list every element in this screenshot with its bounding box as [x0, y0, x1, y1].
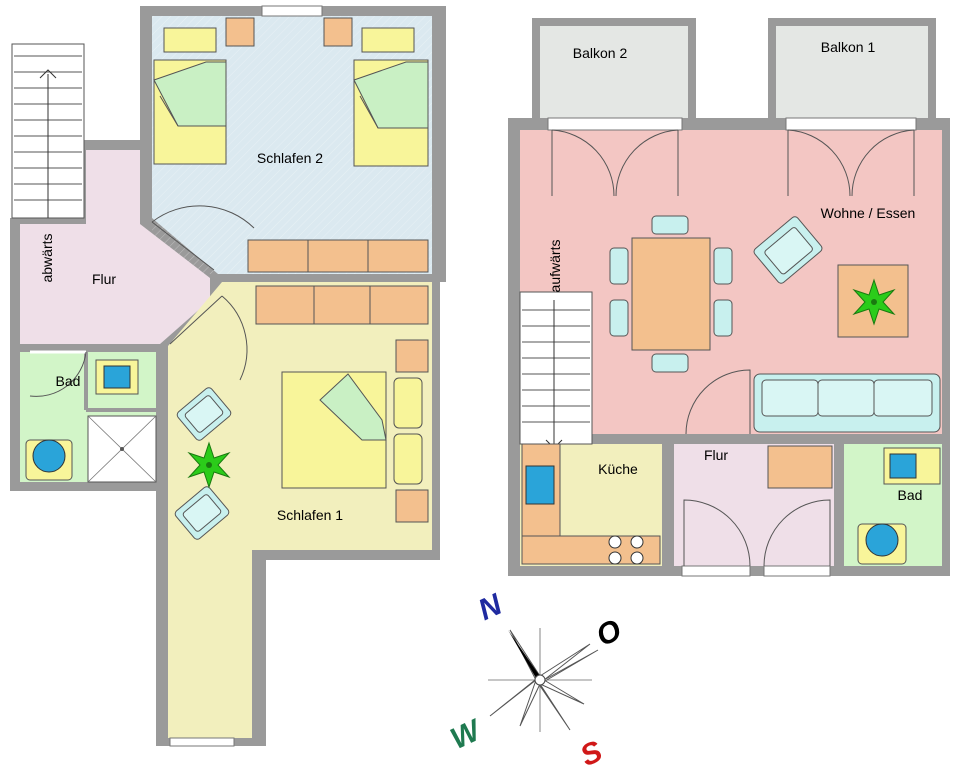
compass-rose: [488, 628, 599, 732]
chair: [713, 299, 733, 337]
pillow: [361, 27, 415, 53]
compass-west: W: [446, 713, 488, 756]
chair: [651, 353, 689, 373]
sofa: [753, 373, 941, 433]
armchair: [753, 216, 823, 284]
sink-icon: [525, 465, 555, 505]
wardrobe-schlafen-2: [247, 239, 429, 273]
label-abwaerts: abwärts: [39, 233, 55, 282]
plant-icon: [852, 278, 896, 326]
label-bad-left: Bad: [56, 373, 81, 389]
bed-double: [281, 371, 423, 489]
label-schlafen-1: Schlafen 1: [277, 507, 343, 523]
label-kueche: Küche: [598, 461, 638, 477]
chair: [651, 215, 689, 235]
washbasin: [95, 359, 139, 395]
stairs-down: [11, 43, 85, 219]
nightstand: [395, 489, 429, 523]
compass-south: S: [575, 735, 607, 769]
label-flur-right: Flur: [704, 447, 728, 463]
plant-icon: [187, 441, 231, 489]
label-wohnen-essen: Wohne / Essen: [821, 205, 916, 221]
compass-north: N: [473, 588, 508, 628]
nightstand: [323, 17, 353, 47]
stairs-up: [519, 291, 593, 449]
balkon-1: [768, 18, 936, 122]
kitchen-counter: [521, 443, 661, 565]
cabinet: [767, 445, 833, 489]
armchair: [174, 486, 230, 540]
north-needle: [508, 630, 544, 682]
label-balkon-1: Balkon 1: [821, 39, 876, 55]
label-aufwaerts: aufwärts: [547, 240, 563, 293]
balkon-2: [532, 18, 696, 122]
toilet-icon: [857, 523, 907, 565]
right-apartment: Balkon 2 Balkon 1 Wohne / Essen aufwärts…: [508, 18, 950, 577]
chair: [609, 247, 629, 285]
pillow: [163, 27, 217, 53]
chair: [713, 247, 733, 285]
wardrobe-schlafen-1: [255, 285, 429, 325]
label-schlafen-2: Schlafen 2: [257, 150, 323, 166]
bed-right: [353, 59, 429, 167]
label-balkon-2: Balkon 2: [573, 45, 628, 61]
toilet-icon: [25, 439, 73, 481]
compass-east: O: [591, 613, 626, 653]
armchair: [176, 387, 232, 441]
chair: [609, 299, 629, 337]
label-bad-right: Bad: [898, 487, 923, 503]
bed-left: [153, 59, 227, 165]
nightstand: [395, 339, 429, 373]
left-apartment: Schlafen 2 Schlafen 1 Flur Bad abwärts: [10, 5, 446, 747]
label-flur-left: Flur: [92, 271, 116, 287]
washbasin: [883, 447, 941, 485]
nightstand: [225, 17, 255, 47]
dining-table: [631, 237, 711, 351]
room-flur-left: [20, 150, 210, 344]
